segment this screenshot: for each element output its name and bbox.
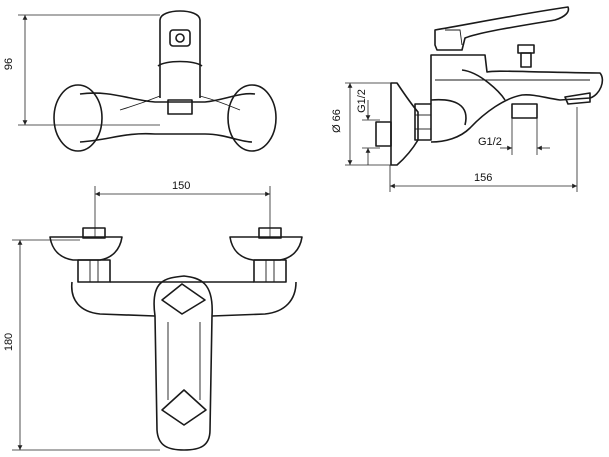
dimension-label-diameter: Ø 66 [330,109,343,133]
dimension-label-156: 156 [474,172,493,184]
dimension-label-inlet-thread: G1/2 [355,89,368,113]
side-view [345,6,604,192]
dimension-label-180: 180 [3,332,16,352]
dimension-label-150: 150 [172,180,191,192]
dimension-label-outlet-thread: G1/2 [478,136,502,148]
front-view [12,186,303,451]
dimension-label-96: 96 [3,57,16,71]
top-view [18,10,277,152]
